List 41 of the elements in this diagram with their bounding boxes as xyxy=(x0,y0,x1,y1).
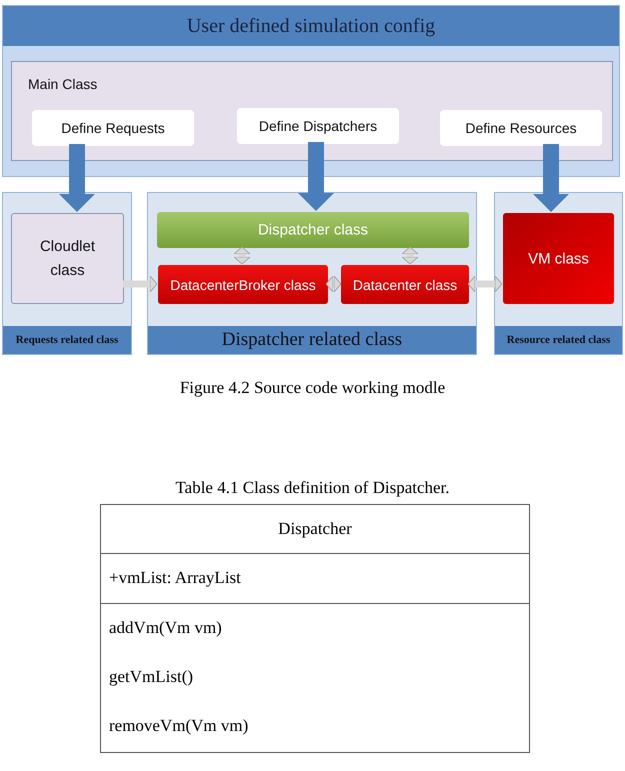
box-label: DatacenterBroker class xyxy=(170,276,316,292)
box-label: Define Dispatchers xyxy=(258,118,378,134)
arrow xyxy=(234,246,250,264)
box-label: Datacenter class xyxy=(352,276,458,292)
figure-caption: Figure 4.2 Source code working modle xyxy=(178,378,446,398)
panel-heading: Resource related class xyxy=(495,326,622,354)
box-label: Dispatcher class xyxy=(258,222,368,238)
arrow xyxy=(533,144,569,212)
panel xyxy=(2,192,132,355)
panel xyxy=(147,192,477,355)
class-box xyxy=(503,213,614,304)
arrow xyxy=(402,246,418,264)
arrow xyxy=(298,142,334,211)
box-label: Cloudlet class xyxy=(38,236,96,280)
attribute-text: +vmList: ArrayList xyxy=(109,568,241,588)
table-caption: Table 4.1 Class definition of Dispatcher. xyxy=(174,478,451,498)
class-box xyxy=(341,265,469,304)
panel-heading: Dispatcher related class xyxy=(148,326,476,354)
class-box xyxy=(157,212,469,248)
arrow xyxy=(123,276,158,292)
box-label: VM class xyxy=(528,250,589,267)
arrow xyxy=(468,276,502,292)
panel-title: Main Class xyxy=(28,76,98,92)
process-box xyxy=(32,110,194,146)
panel-heading: Requests related class xyxy=(3,326,131,354)
panel xyxy=(11,61,613,161)
panel xyxy=(2,5,620,177)
panel xyxy=(494,192,623,355)
method-text: removeVm(Vm vm) xyxy=(109,716,248,736)
table-header: Dispatcher xyxy=(277,519,353,539)
panel-heading: User defined simulation config xyxy=(3,6,619,46)
process-box xyxy=(237,108,399,144)
method-text: getVmList() xyxy=(109,667,194,687)
arrow xyxy=(326,276,342,292)
box-label: Define Requests xyxy=(61,120,165,136)
process-box xyxy=(440,110,602,146)
box-label: Define Resources xyxy=(465,120,577,136)
arrow xyxy=(59,144,95,212)
class-box xyxy=(158,265,328,304)
class-box xyxy=(11,213,124,304)
method-text: addVm(Vm vm) xyxy=(109,618,222,638)
